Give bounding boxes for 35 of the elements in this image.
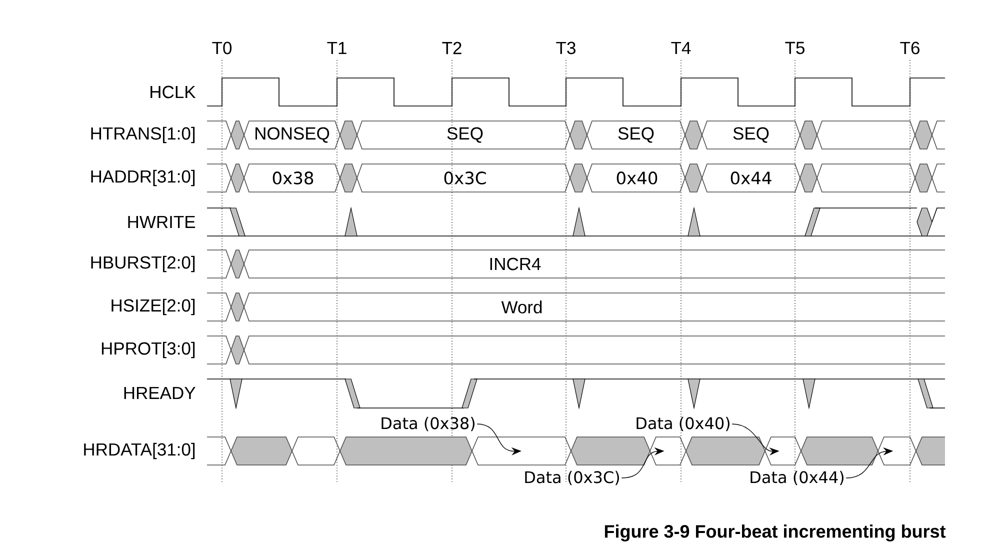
caption: Figure 3-9 Four-beat incrementing burst	[604, 524, 946, 542]
signal-name: HADDR[31:0]	[91, 170, 195, 186]
signal-name: HSIZE[2:0]	[112, 298, 195, 316]
signal-name: HBURST[2:0]	[91, 256, 195, 272]
bus-value-label: 0x44	[730, 172, 772, 184]
time-label: T6	[900, 42, 920, 54]
bus-value-label: Word	[501, 300, 542, 314]
time-label: T2	[442, 42, 462, 54]
time-label: T3	[556, 42, 576, 54]
bus-value-label: 0x38	[272, 172, 314, 184]
bus-value-label: SEQ	[733, 127, 769, 143]
time-label: T5	[785, 42, 804, 54]
data-label: Data (0x38)	[382, 416, 474, 432]
signal-name: HPROT[3:0]	[102, 342, 195, 358]
bus-value-label: SEQ	[618, 127, 654, 143]
signal-name: HTRANS[1:0]	[91, 126, 195, 144]
signal-name: HWRITE	[128, 216, 196, 228]
data-segment	[650, 436, 686, 466]
signal-name: HRDATA[31:0]	[84, 442, 195, 460]
bus-value-label: NONSEQ	[256, 127, 330, 143]
signal-name: HREADY	[124, 386, 196, 400]
data-segment	[764, 436, 802, 466]
data-label: Data (0x40)	[636, 416, 730, 432]
data-segment	[878, 436, 916, 466]
data-label: Data (0x3C)	[525, 470, 619, 486]
bus-value-label: SEQ	[447, 127, 483, 143]
bus-value-label: 0x40	[616, 172, 658, 184]
data-label: Data (0x44)	[750, 470, 844, 486]
time-label: T4	[671, 42, 691, 54]
time-label: T0	[212, 42, 232, 54]
data-segment	[472, 436, 572, 466]
signal-name: HCLK	[150, 86, 196, 98]
bus-value-label: INCR4	[490, 258, 541, 270]
time-label: T1	[327, 42, 346, 54]
bus-value-label: 0x3C	[444, 172, 486, 184]
